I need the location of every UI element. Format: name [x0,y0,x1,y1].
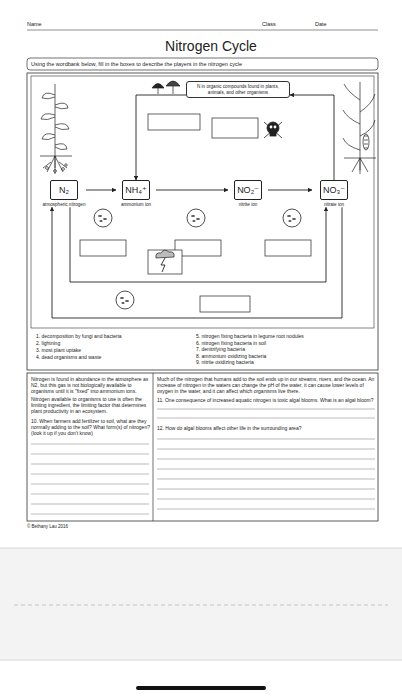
question-text: 10. When farmers add fertilizer to soil,… [31,418,150,436]
instruction-text: Using the wordbank below, fill in the bo… [31,61,376,68]
chemical-formula: NO₃⁻ [320,180,348,200]
wordbank-item: 9. nitrite oxidizing bacteria [196,359,374,365]
cycle-arrow [290,95,334,180]
wordbank-item: 5. nitrogen fixing bacteria in legume ro… [196,333,374,339]
class-field: Class [262,21,302,28]
chemical-species-box: NH₄⁺ ammonium ion [116,180,156,207]
wordbank-item: 3. most plant uptake [36,347,186,353]
cycle-arrow [52,207,342,318]
box-text: N in organic compounds found in plants, … [190,84,286,95]
copyright-note: © Bethany Lau 2016 [27,524,177,529]
info-paragraph: Nitrogen available to organisms to use i… [31,396,150,414]
wordbank-item: 2. lightning [36,340,186,346]
cycle-arrow [70,207,326,282]
cycle-arrow [136,95,186,180]
cycle-arrow [86,190,116,191]
info-paragraph: Nitrogen is found in abundance in the at… [31,376,150,394]
species-name: nitrite ion [228,202,268,207]
chemical-species-box: NO₂⁻ nitrite ion [228,180,268,207]
name-field: Name [27,21,87,28]
species-name: nitrate ion [312,202,356,207]
chemical-species-box: NO₃⁻ nitrate ion [312,180,356,207]
info-paragraph: Much of the nitrogen that humans add to … [157,376,375,394]
wordbank-item: 7. denitrifying bacteria [196,346,374,352]
wordbank-item: 8. ammonium oxidizing bacteria [196,353,374,359]
chemical-formula: NH₄⁺ [122,180,150,200]
chemical-formula: N₂ [50,180,78,200]
chemical-species-box: N₂ atmospheric nitrogen [42,180,86,207]
worksheet-title: Nitrogen Cycle [10,38,402,55]
wordbank-item: 6. nitrogen fixing bacteria in soil [196,340,374,346]
species-name: atmospheric nitrogen [42,202,86,207]
cycle-arrow [268,190,312,191]
wordbank-item: 4. dead organisms and waste [36,354,186,360]
question-text: 11. One consequence of increased aquatic… [157,397,375,403]
chemical-formula: NO₂⁻ [234,180,262,200]
cycle-arrow [156,190,228,191]
question-text: 12. How do algal blooms affect other lif… [157,425,375,431]
organic-nitrogen-box: N in organic compounds found in plants, … [186,81,290,98]
date-field: Date [315,21,355,28]
wordbank-item: 1. decomposition by fungi and bacteria [36,333,186,339]
species-name: ammonium ion [116,202,156,207]
